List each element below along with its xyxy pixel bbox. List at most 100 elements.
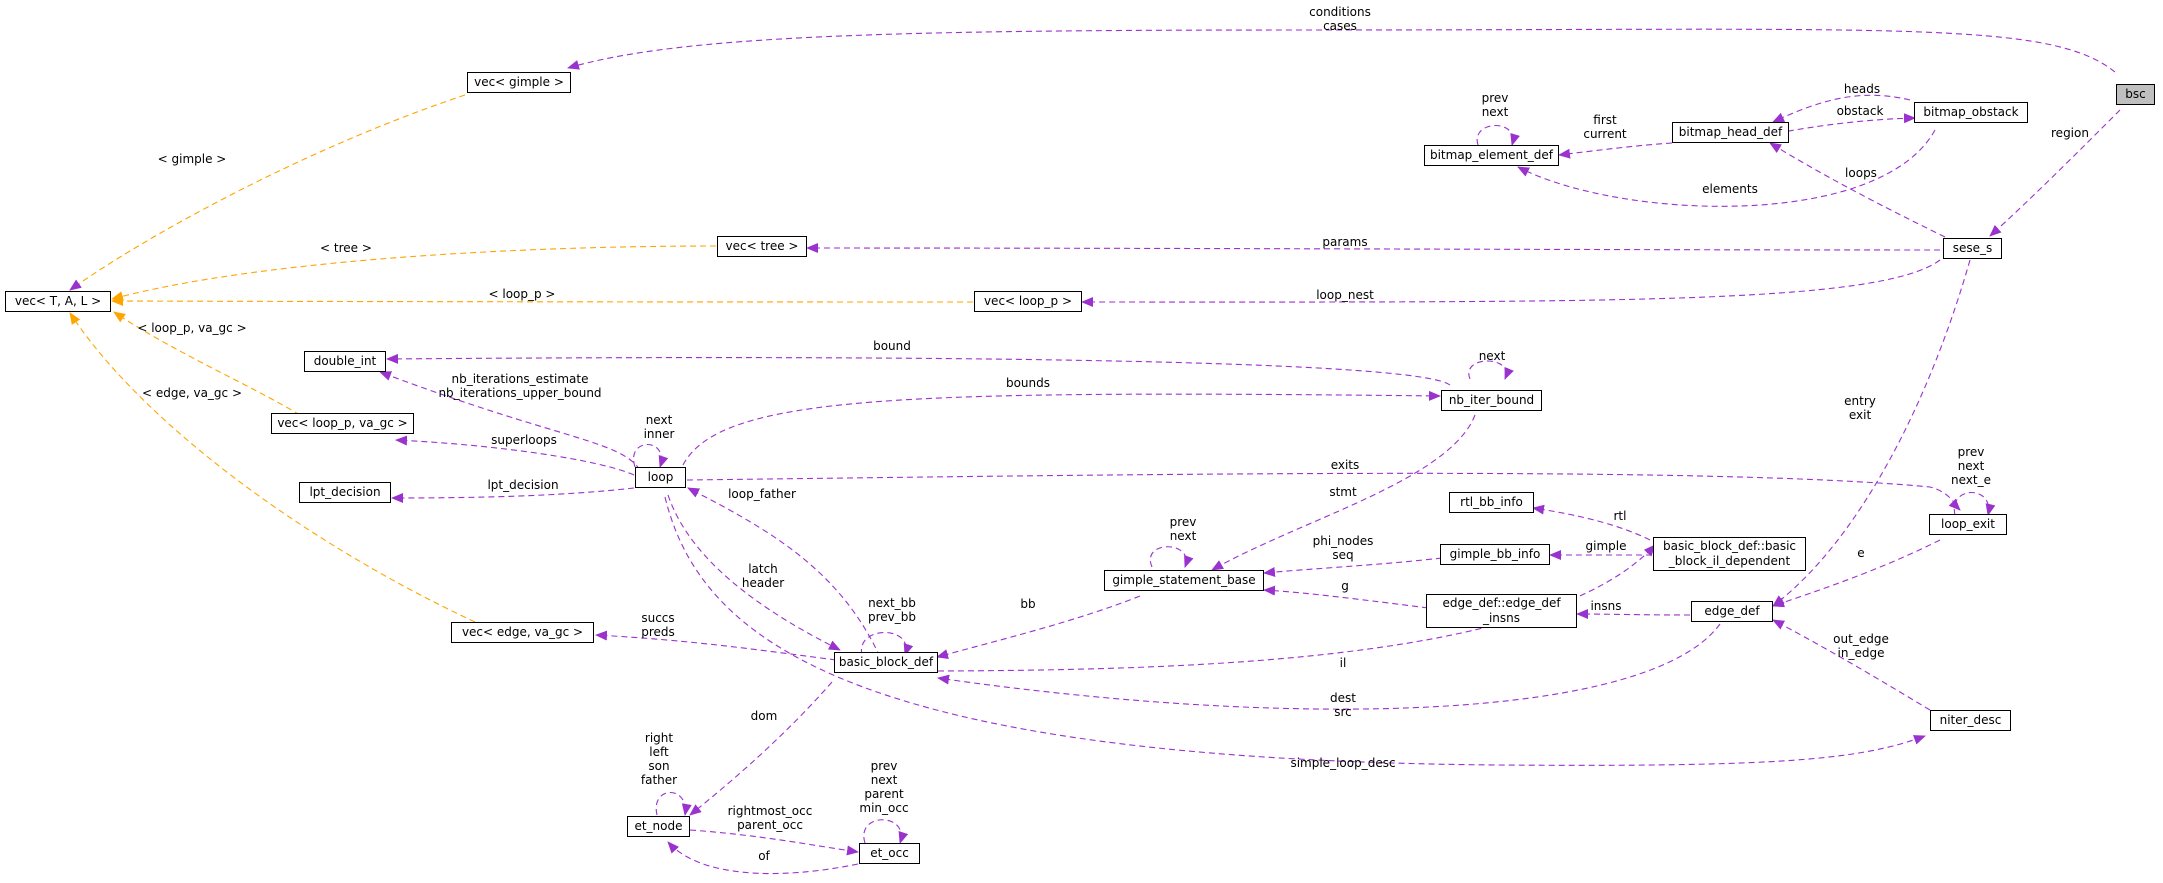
edge-heads [1772, 94, 1911, 123]
node-bb-il-dependent[interactable]: basic_block_def::basic _block_il_depende… [1653, 537, 1806, 571]
edge-label: next [1479, 349, 1506, 363]
edge-label: < gimple > [158, 152, 227, 166]
edge-e [1772, 539, 1941, 608]
edge-label: next [1482, 105, 1509, 119]
edge-params [806, 243, 1941, 254]
edge-label: next [1170, 529, 1197, 543]
node-niter-desc[interactable]: niter_desc [1930, 710, 2011, 731]
edge-label: inner [644, 427, 675, 441]
edge-et-occ-self [863, 819, 909, 844]
edge-label: current [1583, 127, 1627, 141]
edge-loop-exit-self [1953, 492, 1996, 516]
edge-label: entry [1844, 394, 1876, 408]
node-lpt-decision[interactable]: lpt_decision [299, 482, 391, 503]
edge-label: < tree > [320, 241, 372, 255]
edge-label: simple_loop_desc [1290, 756, 1395, 770]
edge-gsb-self [1149, 546, 1194, 568]
node-rtl-bb-info[interactable]: rtl_bb_info [1449, 492, 1534, 513]
edge-label: right [645, 731, 673, 745]
edge-label: parent [864, 787, 904, 801]
node-vec-tree[interactable]: vec< tree > [717, 236, 807, 257]
edge-label: min_occ [859, 801, 908, 815]
edge-loop-self [633, 444, 669, 468]
edge-label: next [871, 773, 898, 787]
edge-label: next [1958, 459, 1985, 473]
edge-label: loop_father [728, 487, 796, 501]
edge-elements [1517, 129, 1936, 207]
edge-label: g [1341, 579, 1349, 593]
edge-latch-header [667, 494, 841, 651]
edge-label: prev_bb [868, 610, 916, 624]
edge-label: father [641, 773, 677, 787]
edge-label: next_bb [868, 596, 916, 610]
edge-label: prev [871, 759, 898, 773]
edge-tpl-loop-p-va-gc [113, 311, 301, 416]
edge-region [1989, 109, 2121, 237]
edge-rtl [1532, 504, 1651, 541]
edge-rightmost-parent-occ [689, 829, 859, 856]
node-double-int[interactable]: double_int [304, 351, 386, 372]
node-vec-edge-va-gc[interactable]: vec< edge, va_gc > [451, 622, 594, 643]
node-edge-def[interactable]: edge_def [1691, 601, 1773, 622]
edge-g [1263, 585, 1429, 609]
edge-conditions-cases [567, 28, 2116, 73]
node-et-occ[interactable]: et_occ [859, 843, 920, 864]
node-loop-exit[interactable]: loop_exit [1929, 514, 2007, 535]
edge-obstack [1777, 113, 1916, 134]
edge-simple-loop-desc [664, 496, 1926, 766]
edge-label: e [1857, 546, 1864, 560]
edge-label: insns [1590, 599, 1621, 613]
node-gimple-statement-base[interactable]: gimple_statement_base [1104, 570, 1264, 591]
edge-label: dom [751, 709, 778, 723]
edge-loop-father [687, 487, 881, 658]
node-vec-t-a-l[interactable]: vec< T, A, L > [5, 291, 111, 312]
node-bitmap-head-def[interactable]: bitmap_head_def [1672, 122, 1789, 143]
edge-lpt-decision [391, 487, 635, 503]
edge-label: obstack [1837, 104, 1884, 118]
node-bitmap-obstack[interactable]: bitmap_obstack [1914, 102, 2028, 123]
edge-label: prev [1482, 91, 1509, 105]
edge-bb-self [861, 631, 914, 656]
edge-succs-preds [595, 630, 837, 661]
edge-label: < edge, va_gc > [142, 386, 242, 400]
node-et-node[interactable]: et_node [627, 816, 690, 837]
edge-label: left [649, 745, 669, 759]
edge-label: preds [641, 625, 675, 639]
node-vec-loop-p[interactable]: vec< loop_p > [974, 291, 1082, 312]
edge-label: exit [1849, 408, 1872, 422]
edge-label: lpt_decision [487, 478, 558, 492]
node-edge-def-insns[interactable]: edge_def::edge_def _insns [1426, 594, 1577, 628]
edge-nb-iter-self [1468, 360, 1514, 380]
node-bitmap-element-def[interactable]: bitmap_element_def [1424, 145, 1559, 166]
edge-label: bound [873, 339, 911, 353]
node-label-line: _insns [1482, 611, 1521, 625]
node-gimple-bb-info[interactable]: gimple_bb_info [1440, 544, 1550, 565]
edge-label: out_edge [1833, 632, 1889, 646]
edge-insns [1576, 609, 1691, 620]
edge-label: seq [1332, 548, 1353, 562]
edge-label: conditions [1309, 5, 1371, 19]
node-nb-iter-bound[interactable]: nb_iter_bound [1441, 390, 1542, 411]
edge-label: cases [1323, 19, 1357, 33]
edge-label: superloops [491, 433, 557, 447]
edge-label: succs [641, 611, 674, 625]
edge-label: next [646, 413, 673, 427]
node-vec-loop-p-va-gc[interactable]: vec< loop_p, va_gc > [271, 413, 414, 434]
edge-tpl-edge-va-gc [69, 312, 476, 623]
edge-label: loop_nest [1316, 288, 1374, 302]
edge-exits [686, 472, 1961, 511]
edge-label: il [1340, 656, 1347, 670]
edge-phi-nodes-seq [1263, 557, 1443, 578]
node-vec-gimple[interactable]: vec< gimple > [467, 72, 571, 93]
edge-label: exits [1331, 458, 1360, 472]
edge-label: next_e [1951, 473, 1991, 487]
edge-label: first [1593, 113, 1617, 127]
node-loop[interactable]: loop [635, 467, 686, 488]
edge-label: < loop_p, va_gc > [137, 321, 246, 335]
edge-tpl-tree [111, 245, 717, 301]
edge-labels: conditions cases region heads obstack fi… [137, 5, 2089, 863]
node-sese-s[interactable]: sese_s [1943, 238, 2002, 259]
edge-superloops [395, 435, 635, 476]
node-basic-block-def[interactable]: basic_block_def [834, 652, 938, 673]
